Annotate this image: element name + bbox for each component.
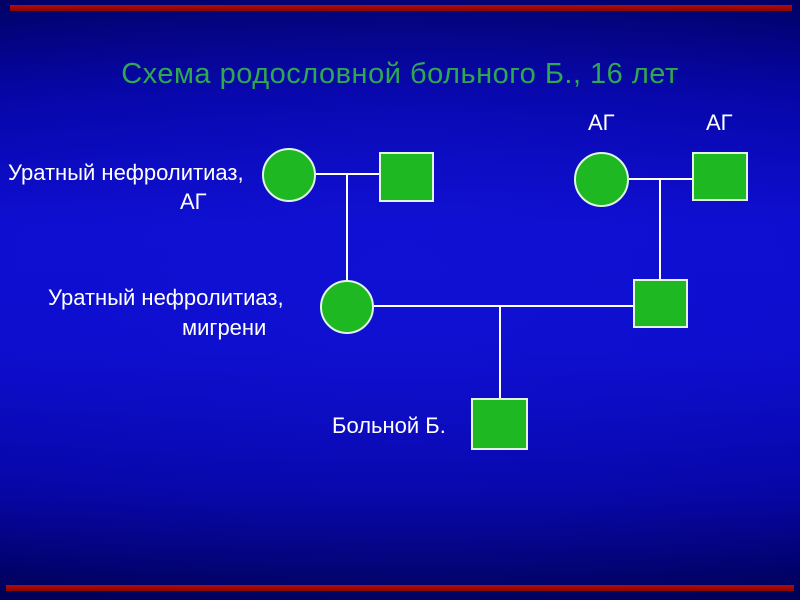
label-gen1-left-diagnosis-line1: Уратный нефролитиаз,: [8, 160, 244, 185]
bottom-accent-bar: [6, 585, 794, 591]
label-gen2-diagnosis-line2: мигрени: [182, 315, 267, 340]
top-accent-bar: [10, 5, 792, 11]
male-square-icon-gen1-right-father: [692, 152, 748, 201]
label-gen2-diagnosis-line1: Уратный нефролитиаз,: [48, 285, 284, 310]
label-ag-gen1-right-father: АГ: [706, 110, 733, 135]
male-square-icon-gen3-patient: [471, 398, 528, 450]
marriage-line-gen1-right: [629, 178, 693, 180]
slide-title: Схема родословной больного Б., 16 лет: [121, 58, 679, 90]
marriage-line-gen2: [374, 305, 634, 307]
label-ag-gen1-right-mother: АГ: [588, 110, 615, 135]
male-square-icon-gen2-father: [633, 279, 688, 328]
label-gen1-left-diagnosis-line2: АГ: [180, 189, 207, 214]
descent-line-gen1-right: [659, 180, 661, 280]
female-circle-icon-gen1-right-mother: [574, 152, 629, 207]
male-square-icon-gen1-left-father: [379, 152, 434, 202]
label-gen3-patient: Больной Б.: [332, 413, 446, 438]
marriage-line-gen1-left: [316, 173, 380, 175]
female-circle-icon-gen2-mother: [320, 280, 374, 334]
descent-line-gen1-left: [346, 175, 348, 281]
female-circle-icon-gen1-left-mother: [262, 148, 316, 202]
descent-line-gen2: [499, 307, 501, 399]
